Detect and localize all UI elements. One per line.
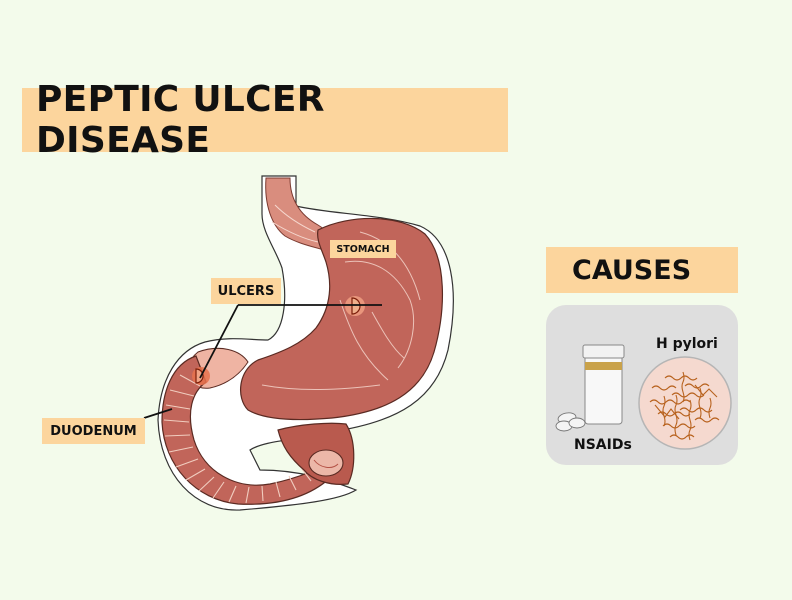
esophagus-fold [271, 221, 319, 243]
causes-heading-banner: CAUSES [546, 247, 738, 293]
stomach-fold [359, 231, 421, 301]
pills-icon [555, 412, 586, 432]
nsaids-label: NSAIDs [574, 437, 632, 453]
duodenum-label: DUODENUM [42, 418, 145, 444]
jejunum-fold [313, 459, 339, 468]
leader-lines [143, 304, 382, 419]
h-pylori-label: H pylori [656, 336, 718, 352]
page-title: PEPTIC ULCER DISEASE [36, 79, 325, 161]
ulcers-label: ULCERS [211, 278, 281, 304]
bacteria-icon [638, 356, 732, 450]
stomach-fold [339, 299, 389, 381]
stomach-ulcer [345, 296, 365, 316]
causes-heading: CAUSES [572, 254, 692, 286]
stomach-fold [261, 384, 381, 391]
duodenum-rings [163, 374, 312, 504]
stomach-body [240, 217, 444, 421]
pill-bottle-icon [582, 344, 625, 425]
jejunum-opening [308, 449, 344, 477]
esophagus-fold [274, 204, 316, 233]
title-banner: PEPTIC ULCER DISEASE [22, 79, 508, 161]
stomach-fold [371, 311, 405, 359]
stomach-label: STOMACH [330, 240, 396, 258]
stomach-fold [344, 260, 415, 369]
